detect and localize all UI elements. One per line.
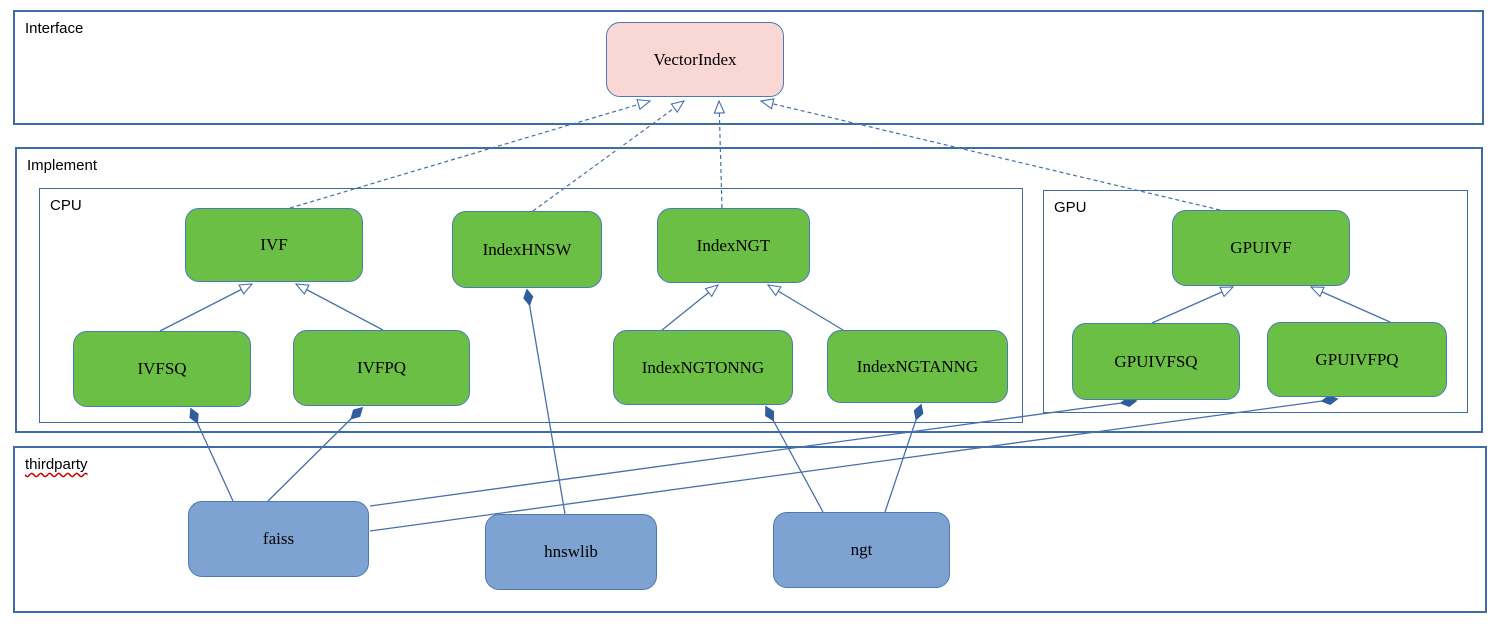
node-gpuivf-label: GPUIVF — [1230, 238, 1292, 257]
node-faiss[interactable]: faiss — [188, 501, 369, 577]
node-indexngtanng[interactable]: IndexNGTANNG — [827, 330, 1008, 403]
node-ivfpq-label: IVFPQ — [356, 358, 407, 377]
interface-container-label: Interface — [25, 20, 84, 37]
node-vectorindex[interactable]: VectorIndex — [606, 22, 784, 97]
node-gpuivfpq[interactable]: GPUIVFPQ — [1267, 322, 1447, 397]
node-ivf[interactable]: IVF — [185, 208, 363, 282]
implement-container-label: Implement — [27, 157, 98, 174]
gpu-container-label: GPU — [1054, 199, 1087, 216]
node-hnswlib[interactable]: hnswlib — [485, 514, 657, 590]
node-ngt-label: ngt — [850, 540, 873, 559]
node-indexhnsw-label: IndexHNSW — [482, 239, 572, 259]
node-ivfpq[interactable]: IVFPQ — [293, 330, 470, 406]
node-ivf-label: IVF — [260, 235, 288, 254]
node-gpuivfpq-label: GPUIVFPQ — [1315, 349, 1399, 369]
node-gpuivf[interactable]: GPUIVF — [1172, 210, 1350, 286]
node-indexngt-label: IndexNGT — [696, 235, 771, 255]
node-ngt[interactable]: ngt — [773, 512, 950, 588]
node-hnswlib-label: hnswlib — [544, 542, 598, 561]
node-ivfsq[interactable]: IVFSQ — [73, 331, 251, 407]
node-gpuivfsq-label: GPUIVFSQ — [1114, 351, 1198, 371]
node-vectorindex-label: VectorIndex — [653, 49, 737, 69]
node-ivfsq-label: IVFSQ — [137, 359, 187, 378]
node-faiss-label: faiss — [262, 529, 295, 548]
node-indexngt[interactable]: IndexNGT — [657, 208, 810, 283]
cpu-container-label: CPU — [50, 197, 82, 214]
node-indexngtonng-label: IndexNGTONNG — [641, 357, 765, 377]
node-gpuivfsq[interactable]: GPUIVFSQ — [1072, 323, 1240, 400]
node-indexngtonng[interactable]: IndexNGTONNG — [613, 330, 793, 405]
thirdparty-container-label: thirdparty — [25, 456, 88, 473]
node-indexngtanng-label: IndexNGTANNG — [856, 356, 979, 376]
node-indexhnsw[interactable]: IndexHNSW — [452, 211, 602, 288]
interface-container[interactable]: Interface — [13, 10, 1484, 125]
